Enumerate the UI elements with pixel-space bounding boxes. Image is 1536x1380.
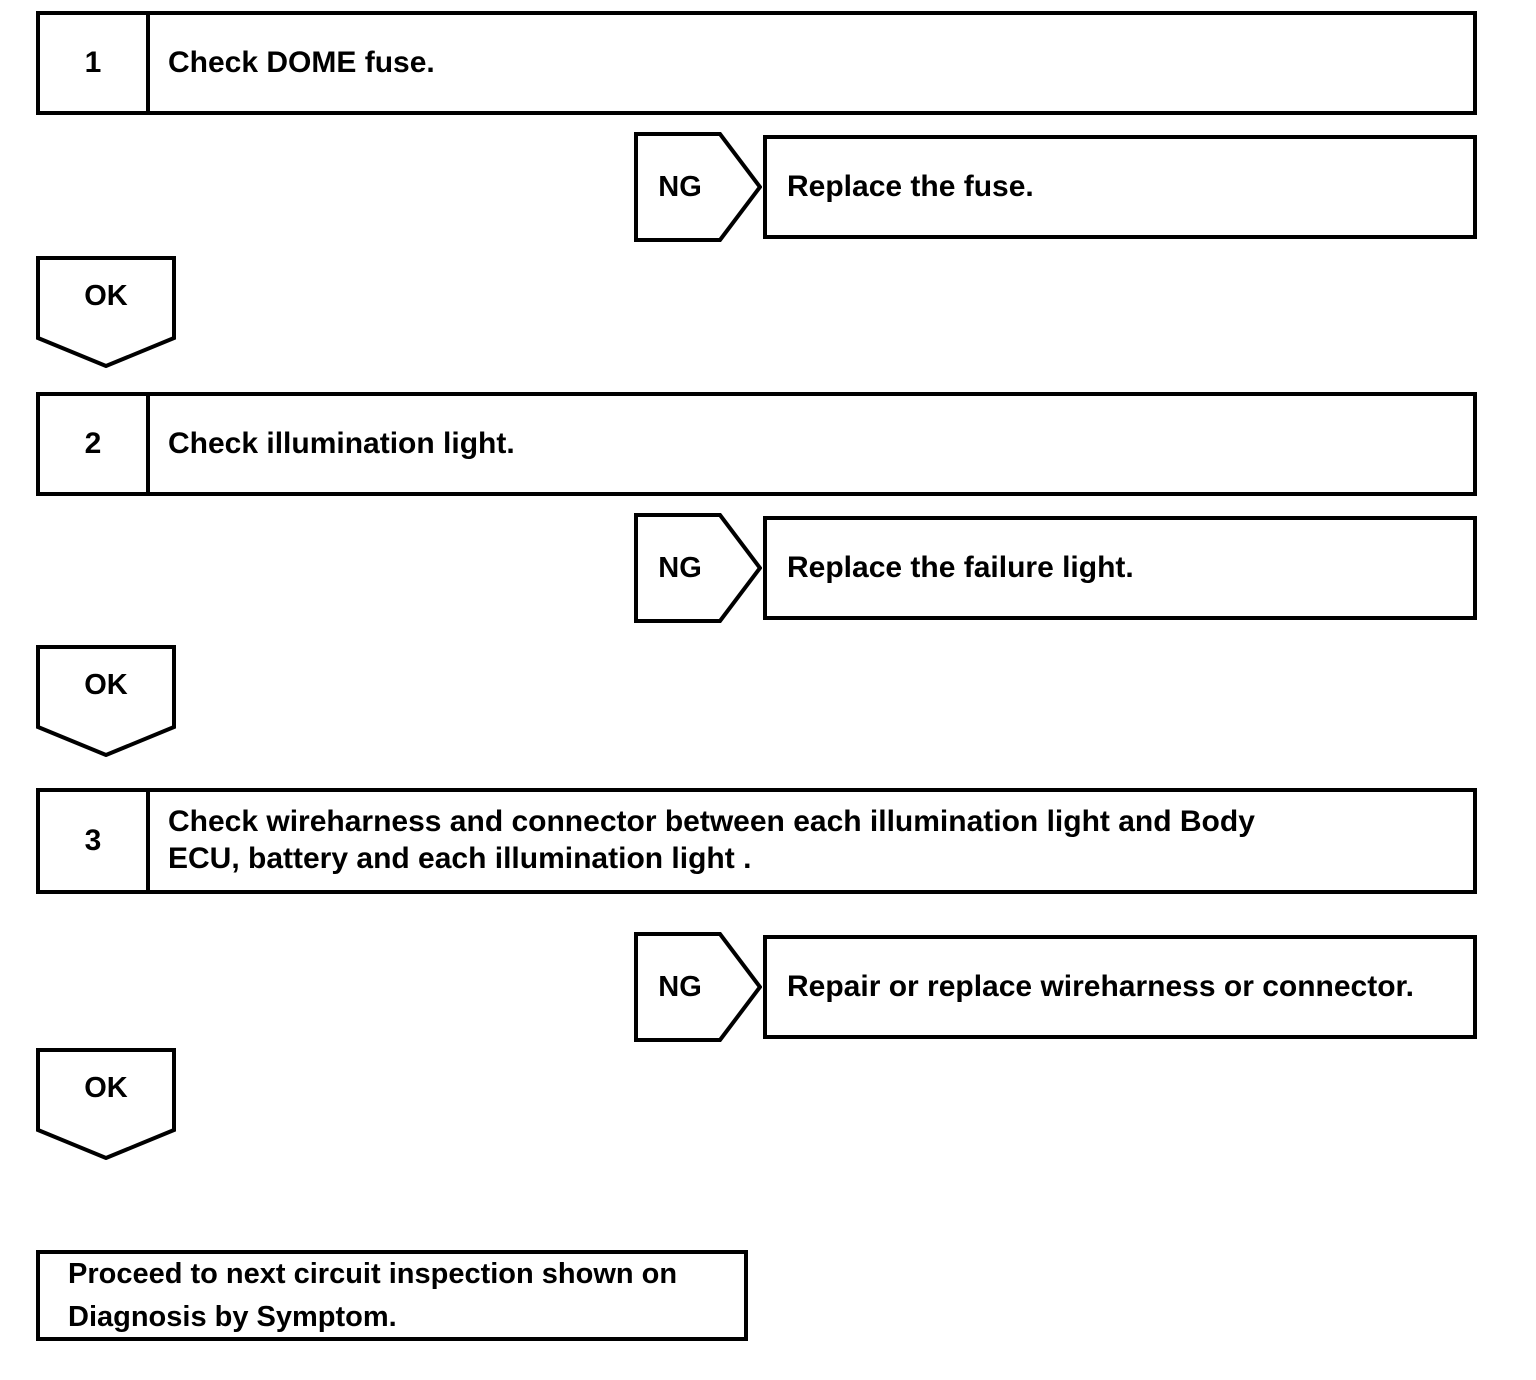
ng-arrow-2: NG xyxy=(634,513,762,623)
ng-label-2: NG xyxy=(658,551,702,584)
step-box-2: 2 Check illumination light. xyxy=(36,392,1477,496)
fail-action-box-2: Replace the failure light. xyxy=(763,516,1477,620)
step-instruction-3: Check wireharness and connector between … xyxy=(168,805,1255,875)
ok-arrow-3: OK xyxy=(36,1048,176,1160)
step-number-3: 3 xyxy=(40,792,150,890)
step-box-1: 1 Check DOME fuse. xyxy=(36,11,1477,115)
ok-label-1: OK xyxy=(84,279,128,312)
ng-arrow-1: NG xyxy=(634,132,762,242)
step-instruction-2: Check illumination light. xyxy=(168,426,515,460)
ng-label-3: NG xyxy=(658,970,702,1003)
ok-label-3: OK xyxy=(84,1071,128,1104)
fail-action-box-1: Replace the fuse. xyxy=(763,135,1477,239)
step-box-3: 3 Check wireharness and connector betwee… xyxy=(36,788,1477,894)
terminal-box: Proceed to next circuit inspection shown… xyxy=(36,1250,748,1341)
step-instruction-1: Check DOME fuse. xyxy=(168,45,435,79)
ok-arrow-2: OK xyxy=(36,645,176,757)
fail-action-box-3: Repair or replace wireharness or connect… xyxy=(763,935,1477,1039)
step-number-2: 2 xyxy=(40,396,150,492)
ng-label-1: NG xyxy=(658,170,702,203)
step-number-1: 1 xyxy=(40,15,150,111)
ok-label-2: OK xyxy=(84,668,128,701)
ng-arrow-3: NG xyxy=(634,932,762,1042)
ok-arrow-1: OK xyxy=(36,256,176,368)
